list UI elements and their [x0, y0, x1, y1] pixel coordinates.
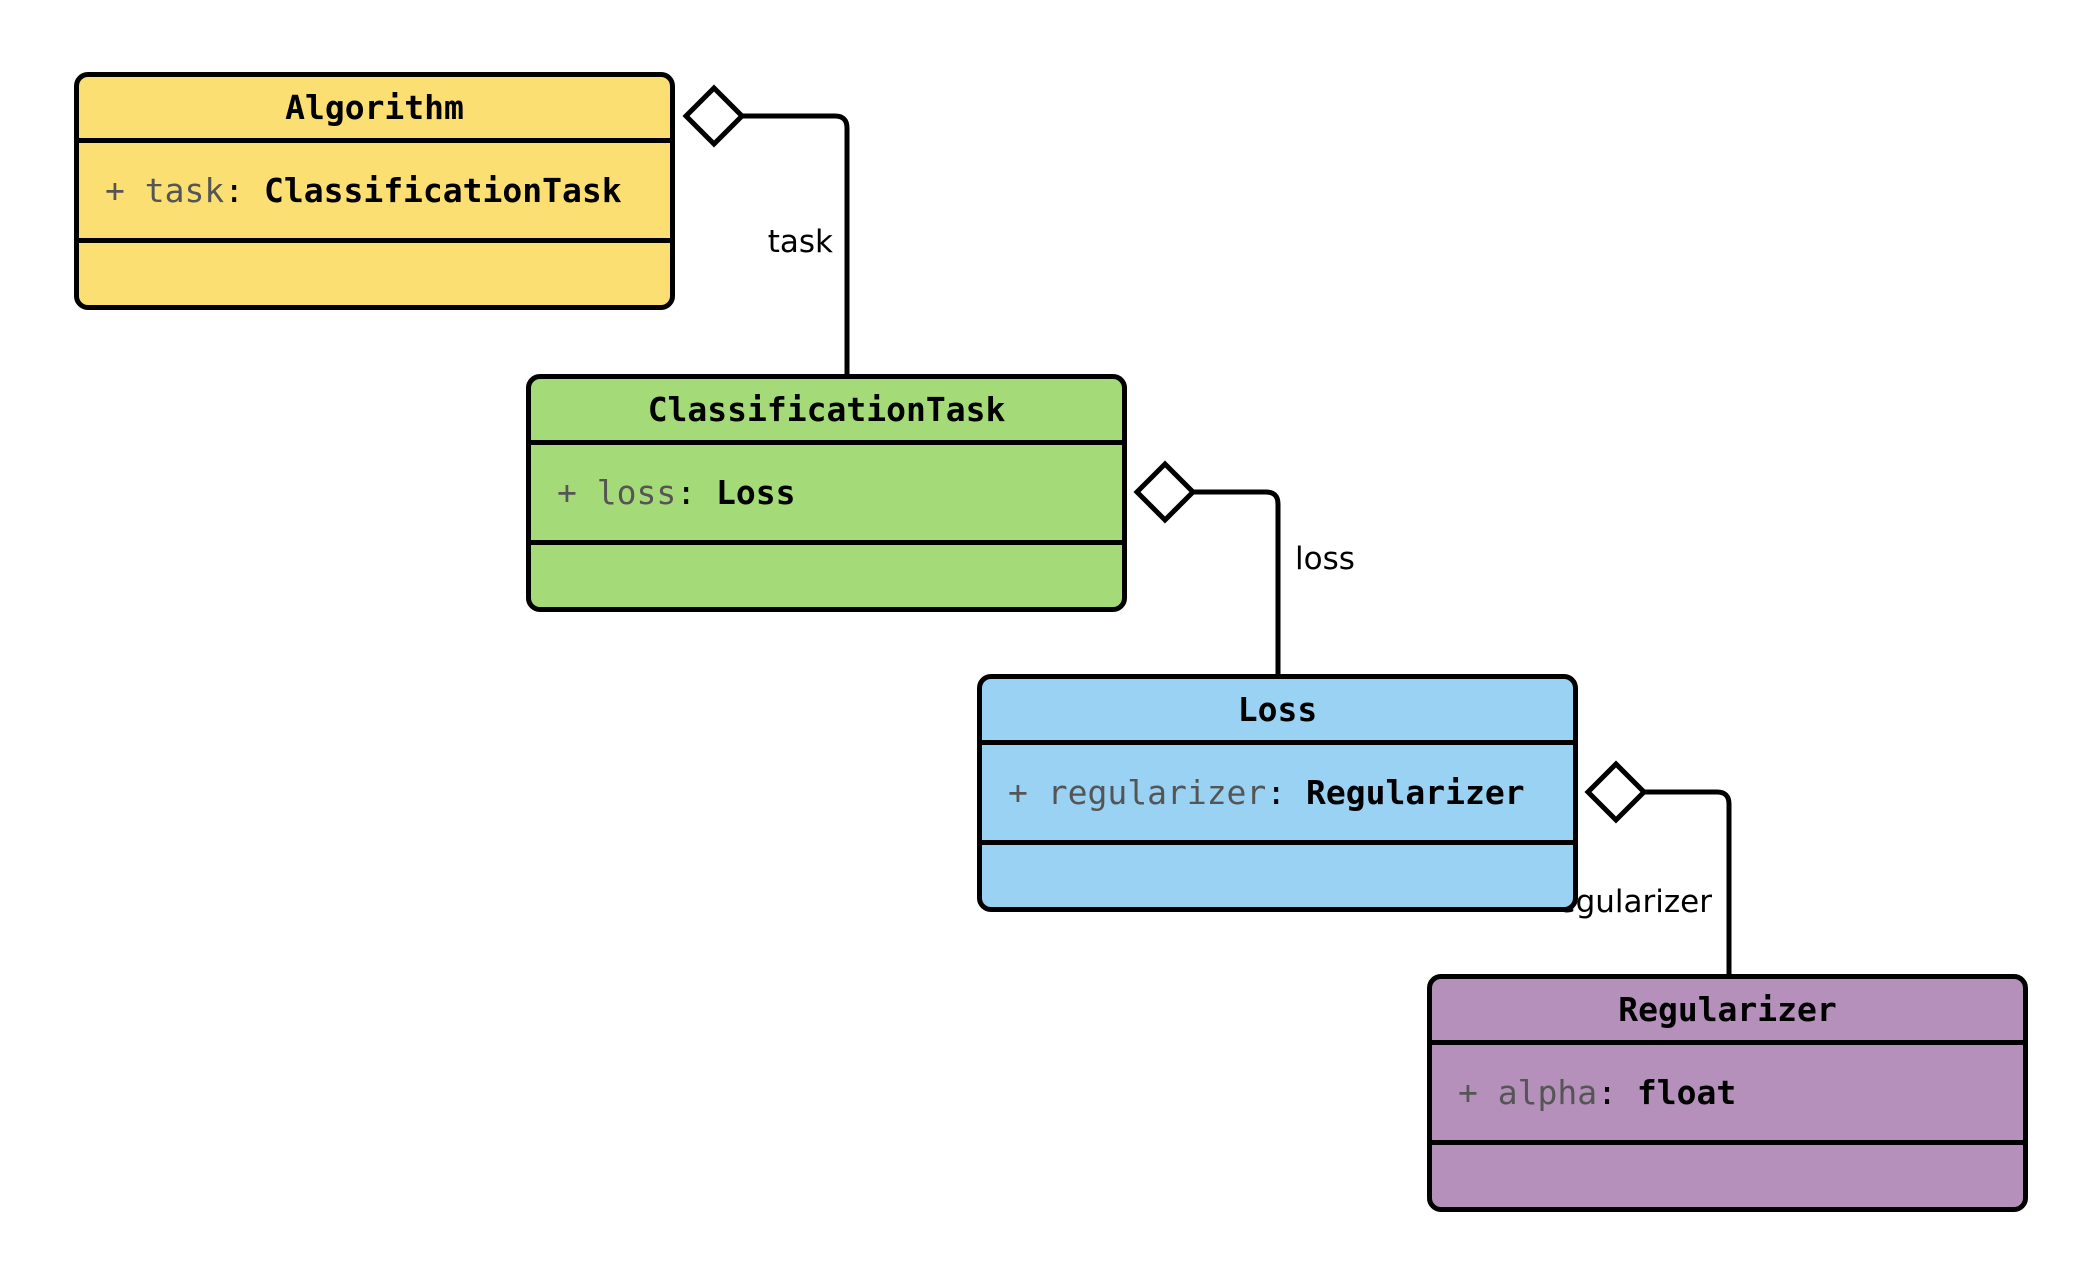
attribute-name: regularizer	[1047, 772, 1267, 812]
uml-class-regularizer[interactable]: Regularizer + alpha: float	[1427, 974, 2028, 1212]
uml-class-title-classification-task: ClassificationTask	[531, 379, 1122, 445]
attribute-visibility: +	[1458, 1072, 1478, 1112]
uml-class-classification-task[interactable]: ClassificationTask + loss: Loss	[526, 374, 1127, 612]
uml-methods-compartment-algorithm	[79, 243, 670, 305]
attribute-type: float	[1636, 1072, 1737, 1112]
uml-attribute-row: + regularizer: Regularizer	[1008, 772, 1573, 813]
uml-attribute-row: + loss: Loss	[557, 472, 1122, 513]
relationship-label-classification-task-loss-loss: loss	[1288, 540, 1362, 580]
relationship-label-algorithm-task-classification-task: task	[760, 223, 840, 263]
uml-class-algorithm[interactable]: Algorithm + task: ClassificationTask	[74, 72, 675, 310]
attribute-separator: :	[1266, 772, 1287, 812]
uml-attribute-row: + alpha: float	[1458, 1072, 2023, 1113]
attribute-visibility: +	[1008, 772, 1028, 812]
attribute-type: Regularizer	[1306, 772, 1525, 812]
uml-class-title-algorithm: Algorithm	[79, 77, 670, 143]
relationship-classification-task-loss-loss[interactable]	[1133, 460, 1281, 674]
attribute-name: task	[144, 170, 225, 210]
attribute-name: alpha	[1497, 1072, 1598, 1112]
attribute-name: loss	[596, 472, 677, 512]
uml-attributes-compartment-classification-task: + loss: Loss	[531, 445, 1122, 545]
aggregation-diamond-icon	[1133, 460, 1197, 524]
attribute-separator: :	[676, 472, 697, 512]
attribute-type: ClassificationTask	[263, 170, 622, 210]
relationship-loss-regularizer-regularizer[interactable]	[1584, 760, 1732, 974]
attribute-separator: :	[224, 170, 245, 210]
uml-attribute-row: + task: ClassificationTask	[105, 170, 670, 211]
uml-methods-compartment-regularizer	[1432, 1145, 2023, 1207]
attribute-visibility: +	[557, 472, 577, 512]
uml-class-title-loss: Loss	[982, 679, 1573, 745]
uml-attributes-compartment-algorithm: + task: ClassificationTask	[79, 143, 670, 243]
uml-class-title-regularizer: Regularizer	[1432, 979, 2023, 1045]
aggregation-diamond-icon	[682, 84, 746, 148]
uml-methods-compartment-loss	[982, 845, 1573, 907]
attribute-separator: :	[1597, 1072, 1617, 1112]
uml-attributes-compartment-loss: + regularizer: Regularizer	[982, 745, 1573, 845]
uml-attributes-compartment-regularizer: + alpha: float	[1432, 1045, 2023, 1145]
aggregation-diamond-icon	[1584, 760, 1648, 824]
attribute-type: Loss	[715, 472, 796, 512]
uml-methods-compartment-classification-task	[531, 545, 1122, 607]
uml-class-loss[interactable]: Loss + regularizer: Regularizer	[977, 674, 1578, 912]
relationship-line	[1191, 489, 1281, 674]
attribute-visibility: +	[105, 170, 125, 210]
